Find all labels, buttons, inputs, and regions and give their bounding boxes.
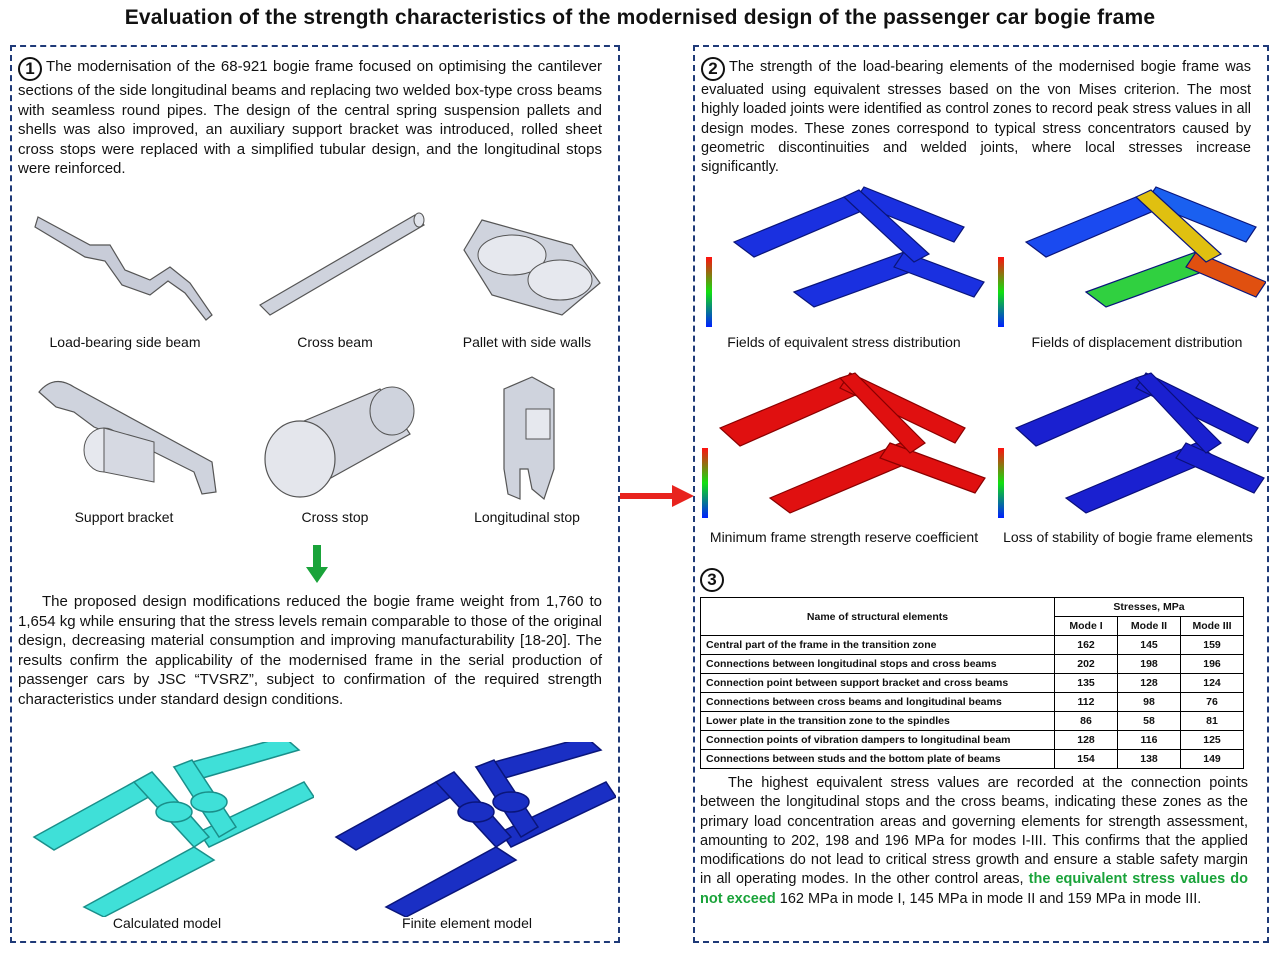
part-caption-4: Support bracket [74,509,174,525]
row-value: 159 [1180,635,1244,655]
row-value: 98 [1117,692,1181,712]
part-caption-2: Cross beam [297,334,373,350]
table-header-stresses: Stresses, MPa [1054,597,1244,617]
row-value: 149 [1180,749,1244,769]
table-header-mode-2: Mode II [1117,616,1181,636]
table-header-mode-1: Mode I [1054,616,1118,636]
row-name: Connections between cross beams and long… [700,692,1055,712]
row-name: Lower plate in the transition zone to th… [700,711,1055,731]
row-value: 116 [1117,730,1181,750]
row-value: 125 [1180,730,1244,750]
table-row: Central part of the frame in the transit… [700,635,1244,655]
row-value: 128 [1054,730,1118,750]
row-value: 162 [1054,635,1118,655]
section-1-intro-text: The modernisation of the 68-921 bogie fr… [18,58,602,177]
row-value: 86 [1054,711,1118,731]
green-down-arrow-icon [306,545,328,583]
finite-element-model-image [334,742,616,917]
row-value: 124 [1180,673,1244,693]
table-row: Connections between cross beams and long… [700,692,1244,712]
part-caption-1: Load-bearing side beam [49,334,201,350]
loss-of-stability-image [998,372,1265,518]
row-name: Connections between studs and the bottom… [700,749,1055,769]
table-row: Lower plate in the transition zone to th… [700,711,1244,731]
row-value: 145 [1117,635,1181,655]
table-row: Connections between longitudinal stops a… [700,654,1244,674]
field-caption-2: Fields of displacement distribution [1031,334,1243,350]
row-value: 58 [1117,711,1181,731]
table-header-name: Name of structural elements [700,597,1055,636]
section-2-intro-text: The strength of the load-bearing element… [701,59,1251,176]
row-value: 81 [1180,711,1244,731]
table-row: Connections between studs and the bottom… [700,749,1244,769]
row-value: 202 [1054,654,1118,674]
reserve-coefficient-image [702,372,986,518]
model-caption-1: Calculated model [112,915,222,931]
row-value: 135 [1054,673,1118,693]
section-number-badge: 3 [700,568,724,592]
part-caption-6: Longitudinal stop [474,509,580,525]
table-row: Connection point between support bracket… [700,673,1244,693]
row-value: 112 [1054,692,1118,712]
field-caption-3: Minimum frame strength reserve coefficie… [709,529,979,545]
page-title: Evaluation of the strength characteristi… [124,6,1156,29]
part-caption-3: Pallet with side walls [462,334,592,350]
longitudinal-stop-image [503,376,555,501]
section-3-number: 3 [700,568,728,592]
section-3-highlight: the equivalent stress values do not exce… [700,871,1249,907]
row-value: 198 [1117,654,1181,674]
row-name: Connection points of vibration dampers t… [700,730,1055,750]
calculated-model-image [32,742,314,917]
part-caption-5: Cross stop [301,509,369,525]
row-name: Central part of the frame in the transit… [700,635,1055,655]
stress-table: Name of structural elements Stresses, MP… [700,597,1244,769]
section-number-badge: 1 [18,57,42,81]
table-header-mode-3: Mode III [1180,616,1244,636]
row-name: Connections between longitudinal stops a… [700,654,1055,674]
cross-beam-image [259,212,425,316]
row-value: 154 [1054,749,1118,769]
row-value: 196 [1180,654,1244,674]
row-value: 76 [1180,692,1244,712]
field-caption-1: Fields of equivalent stress distribution [727,334,961,350]
section-3-text: The highest equivalent stress values are… [700,774,1248,909]
section-1-conclusion: The proposed design modifications reduce… [18,593,602,708]
field-caption-4: Loss of stability of bogie frame element… [1003,529,1253,545]
row-value: 128 [1117,673,1181,693]
red-right-arrow-icon [620,485,694,507]
section-3-text-b: 162 MPa in mode I, 145 MPa in mode II an… [779,890,1202,907]
side-beam-image [34,216,213,321]
cross-stop-image [264,386,415,498]
table-row: Connection points of vibration dampers t… [700,730,1244,750]
section-3-text-a: The highest equivalent stress values are… [700,775,1248,888]
stress-field-image [706,186,985,327]
support-bracket-image [38,381,217,495]
model-caption-2: Finite element model [402,915,532,931]
row-value: 138 [1117,749,1181,769]
section-number-badge: 2 [701,57,725,81]
pallet-image [463,219,601,316]
displacement-field-image [998,186,1266,327]
row-name: Connection point between support bracket… [700,673,1055,693]
